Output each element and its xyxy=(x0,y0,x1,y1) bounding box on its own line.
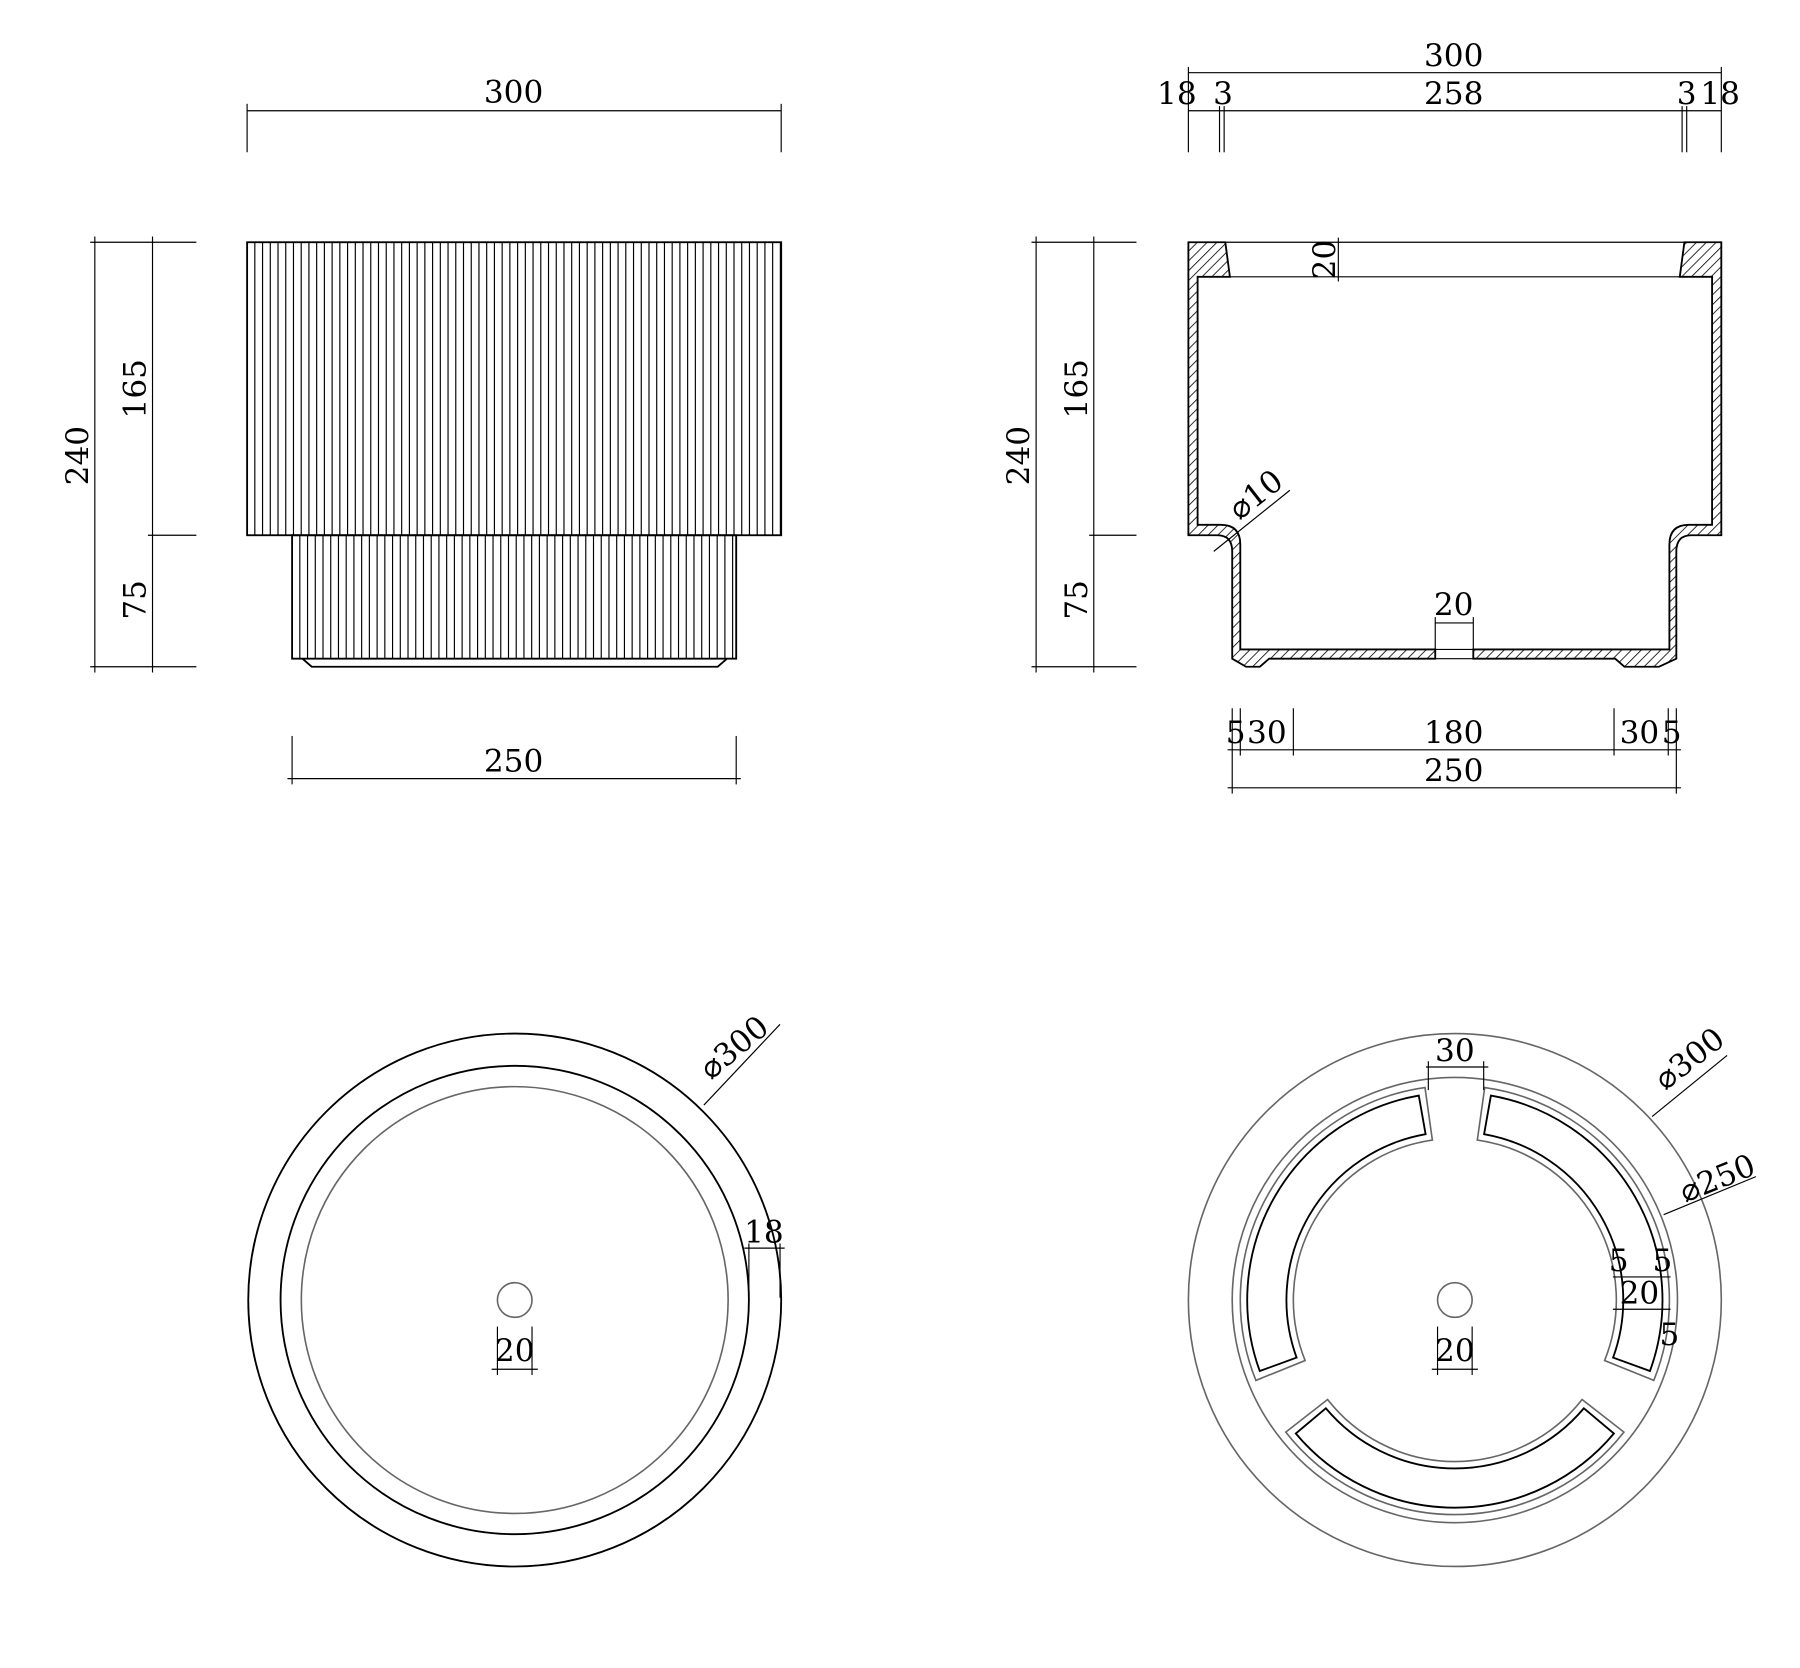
foot-segment xyxy=(1483,1094,1664,1373)
dimension-width-bottom: 250 xyxy=(287,735,741,785)
dim-label: 20 xyxy=(1434,587,1474,623)
dimension-width-top: 300 xyxy=(246,75,782,153)
inner-rim xyxy=(279,1064,750,1536)
foot-segment xyxy=(1476,1086,1671,1382)
bowl-edge xyxy=(300,1085,729,1515)
dim-label: 20 xyxy=(1435,1333,1475,1369)
section-wall xyxy=(1187,241,1437,668)
dim-label: 3 xyxy=(1213,76,1233,112)
dim-label: 240 xyxy=(60,426,96,485)
outer-rim xyxy=(1187,1032,1723,1568)
foot-segment xyxy=(1294,1406,1616,1509)
dim-label: 250 xyxy=(1424,753,1483,789)
foot-segment xyxy=(1246,1094,1427,1373)
dim-label: 30 xyxy=(1247,715,1287,751)
dim-label: 30 xyxy=(1620,715,1660,751)
section-view: 300 18 3 258 3 18 240 165 75 20 ⌀10 20 xyxy=(1001,38,1740,794)
section-dims-bottom: 5 30 180 30 5 250 xyxy=(1226,708,1682,794)
dim-label: 5 xyxy=(1609,1243,1629,1279)
foot-segment xyxy=(1284,1398,1626,1516)
base-chamfer xyxy=(301,657,728,668)
dim-label: 300 xyxy=(1424,38,1483,74)
dim-label: 75 xyxy=(118,580,154,620)
front-view: 300 240 165 75 250 xyxy=(60,75,783,785)
dim-label: 75 xyxy=(1059,580,1095,620)
dim-label: 5 xyxy=(1653,1243,1673,1279)
bottom-view: 30 ⌀300 ⌀250 5 5 20 5 20 xyxy=(1187,1021,1761,1568)
dim-label: 18 xyxy=(744,1214,784,1250)
dim-label: 5 xyxy=(1662,715,1682,751)
outer-rim xyxy=(247,1032,783,1568)
dim-label: 18 xyxy=(1700,76,1740,112)
dim-label: ⌀300 xyxy=(693,1009,776,1087)
dim-label: 165 xyxy=(118,359,154,418)
lower-body xyxy=(291,534,738,660)
dim-label: 20 xyxy=(495,1333,535,1369)
drain-hole xyxy=(496,1281,533,1319)
dimension-heights: 240 165 75 xyxy=(60,236,197,673)
dim-label: ⌀10 xyxy=(1222,463,1290,527)
base-circle xyxy=(1231,1076,1679,1524)
dim-label: 165 xyxy=(1059,359,1095,418)
dim-label: 3 xyxy=(1677,76,1697,112)
dim-label: 20 xyxy=(1620,1275,1660,1311)
dim-label: 250 xyxy=(484,744,543,780)
feet xyxy=(1239,1086,1671,1516)
flutes xyxy=(254,242,781,659)
section-wall-right xyxy=(1472,241,1723,668)
top-view: ⌀300 18 20 xyxy=(247,1009,785,1568)
section-dims-inner: 20 ⌀10 20 xyxy=(1213,237,1474,650)
section-dims-left: 240 165 75 xyxy=(1001,236,1137,673)
section-dims-top: 300 18 3 258 3 18 xyxy=(1157,38,1740,153)
dim-label: 18 xyxy=(1157,76,1197,112)
drain-hole xyxy=(1436,1281,1473,1319)
foot-segment xyxy=(1239,1086,1434,1382)
dim-label: 258 xyxy=(1424,76,1483,112)
dim-label: 5 xyxy=(1226,715,1246,751)
dim-label: 300 xyxy=(484,75,543,111)
dim-label: 20 xyxy=(1307,240,1343,280)
upper-body xyxy=(246,241,783,537)
dim-label: ⌀250 xyxy=(1675,1148,1761,1211)
dim-label: 240 xyxy=(1001,426,1037,485)
dim-label: 30 xyxy=(1435,1033,1475,1069)
dim-label: 5 xyxy=(1659,1317,1679,1353)
dim-label: 180 xyxy=(1424,715,1483,751)
